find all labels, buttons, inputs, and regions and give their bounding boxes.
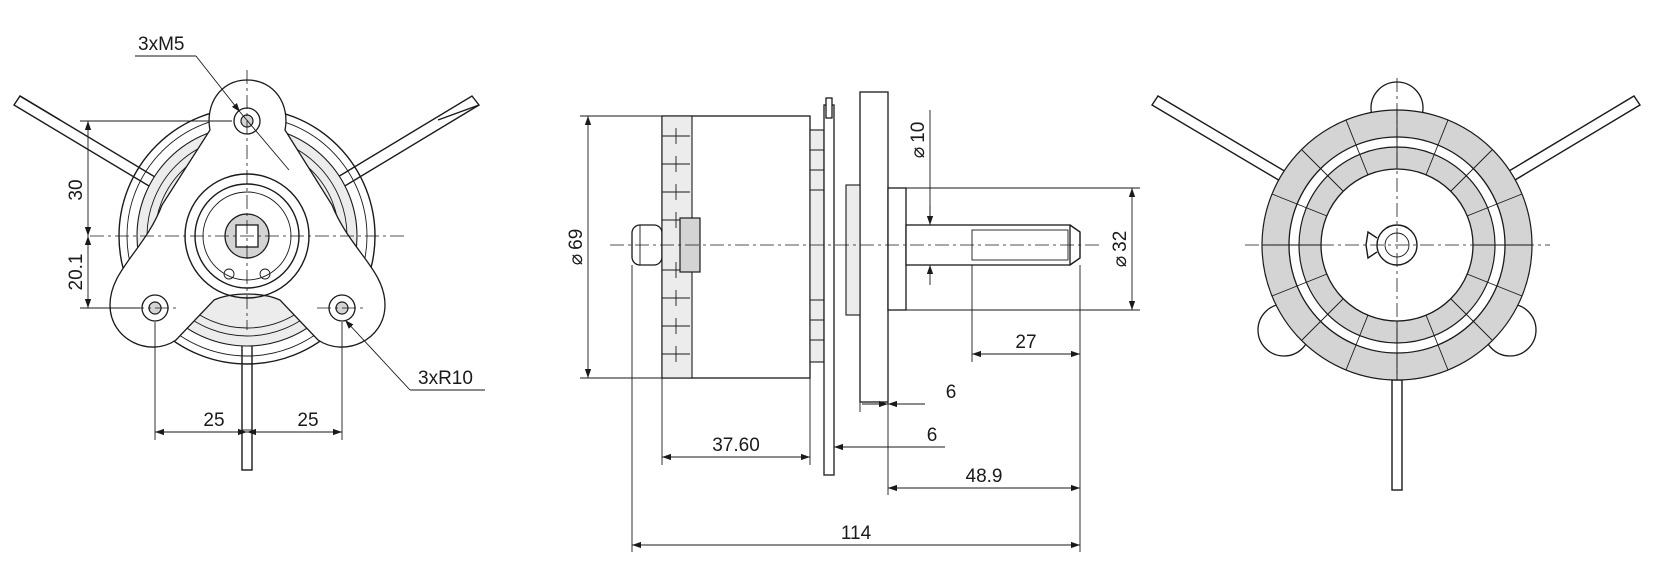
dim-mount-to-end-text: 48.9 [966,466,1003,487]
callout-holes-text: 3xM5 [138,34,184,55]
front-view: 3xM5 3xR10 30 20.1 25 25 [13,34,485,471]
dim-spacing-right-text: 25 [297,410,318,431]
dim-shaft-diameter-text: ⌀10 [908,122,929,159]
dim-body-diameter-text: ⌀69 [566,229,587,266]
dim-hub-diameter-text: ⌀32 [1110,231,1131,268]
side-flange [845,91,907,403]
dim-flange-b-text: 6 [927,425,938,446]
side-view: ⌀69 ⌀10 ⌀32 27 6 6 37.60 48.9 114 [566,91,1140,552]
side-dimension-labels: ⌀69 ⌀10 ⌀32 27 6 6 37.60 48.9 114 [566,122,1131,544]
side-finned-body [661,115,811,379]
rear-view [1151,78,1641,491]
dim-height-upper-text: 30 [66,179,87,200]
side-pcb [809,97,835,476]
dim-height-lower-text: 20.1 [66,254,87,291]
dim-spacing-left-text: 25 [203,410,224,431]
callout-radius-text: 3xR10 [418,368,473,389]
dim-shaft-length-text: 27 [1015,332,1036,353]
rear-centerlines [1245,78,1550,380]
side-dimensions [580,110,1140,552]
dim-flange-a-text: 6 [946,382,957,403]
front-dimensions [80,55,485,440]
dim-overall-length-text: 114 [841,523,872,544]
dim-body-length-text: 37.60 [712,435,760,456]
front-dimension-labels: 3xM5 3xR10 30 20.1 25 25 [66,34,473,431]
